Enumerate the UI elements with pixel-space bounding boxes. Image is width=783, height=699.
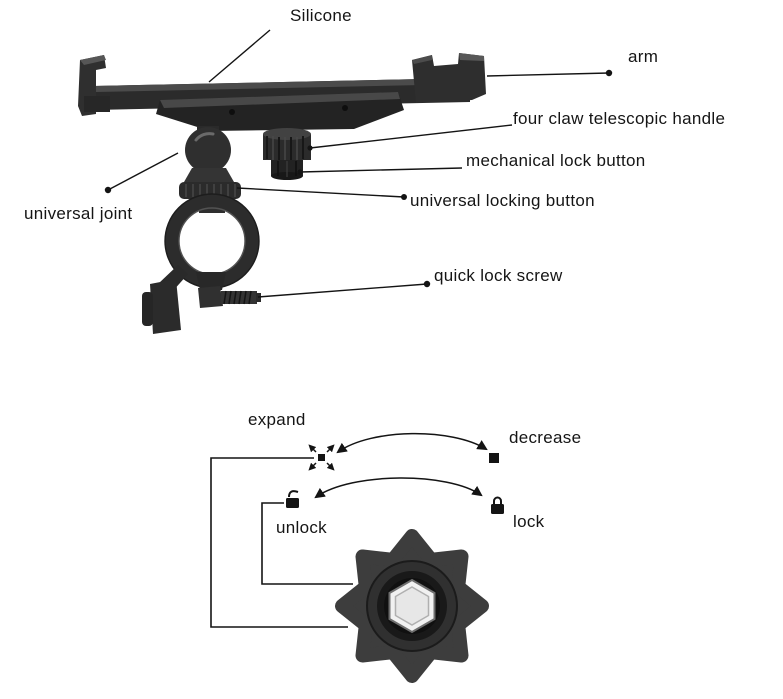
label-universal-locking: universal locking button (410, 191, 595, 210)
universal-joint-leader (107, 152, 179, 191)
quick-lock-screw-part (142, 272, 261, 334)
lock-icon (491, 496, 504, 514)
telescopic-gear (263, 128, 311, 180)
silicone-leader (208, 29, 271, 83)
label-decrease: decrease (509, 428, 582, 447)
expand-connector (210, 457, 348, 628)
phone-mount-illustration (78, 53, 486, 334)
expand-icon (308, 444, 335, 471)
quick-lock-leader (257, 283, 428, 298)
expand-decrease-arrow (336, 432, 488, 454)
decrease-icon (489, 453, 499, 463)
ball-joint (184, 126, 234, 182)
unlock-lock-arrow (314, 477, 483, 499)
label-unlock: unlock (276, 518, 327, 537)
label-lock: lock (513, 512, 545, 531)
arm-leader (486, 72, 610, 77)
four-claw-leader (309, 124, 513, 149)
leader-lines (104, 29, 613, 298)
hex-socket (388, 578, 436, 634)
label-four-claw: four claw telescopic handle (513, 109, 726, 128)
mount-plate (156, 92, 404, 131)
label-arm: arm (628, 47, 659, 66)
left-arm (78, 55, 110, 116)
right-arm (412, 53, 486, 103)
label-silicone: Silicone (290, 6, 352, 25)
unlock-icon (286, 490, 299, 508)
label-universal-joint: universal joint (24, 204, 133, 223)
star-knob (335, 529, 489, 683)
universal-locking-leader (236, 187, 405, 198)
label-expand: expand (248, 410, 306, 429)
label-quick-lock: quick lock screw (434, 266, 563, 285)
connector-lines (210, 457, 353, 628)
unlock-connector (261, 502, 353, 585)
mechanical-lock-leader (299, 167, 463, 173)
label-mechanical-lock: mechanical lock button (466, 151, 646, 170)
knob-legend-graphics (210, 432, 504, 683)
